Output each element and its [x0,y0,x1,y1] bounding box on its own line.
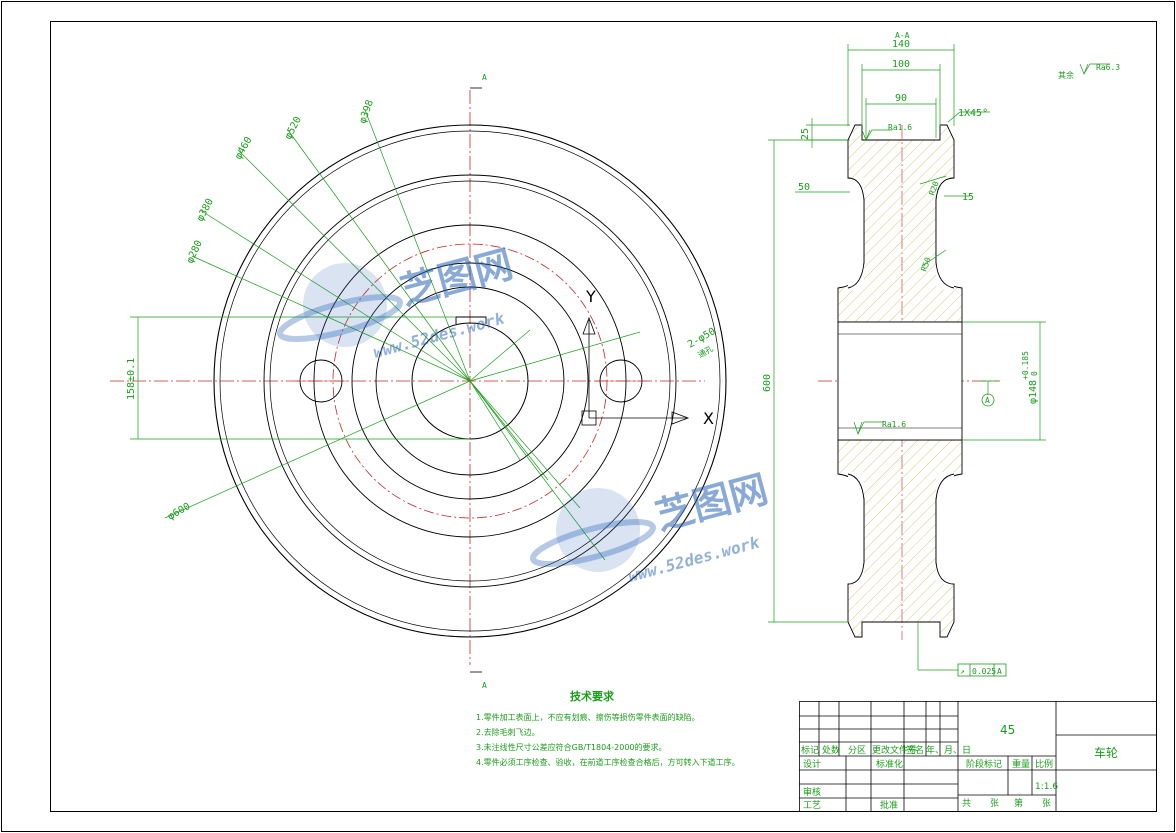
dim-d460: φ460 [233,135,255,161]
roughness-bore: Ra1.6 [882,420,906,429]
ucs-axis-x: X [703,409,714,428]
tb-material: 45 [1000,723,1015,737]
dim-50: 50 [798,182,810,193]
tb-approve: 批准 [880,799,898,811]
dim-100: 100 [892,59,910,70]
datum-label: A [985,396,990,405]
tb-sheet-num: 第 [1014,797,1023,809]
tb-header-5: 年、月、日 [926,744,971,756]
dim-holes: 2-φ50 [686,326,718,351]
tech-req-item-3: 3.未注线性尺寸公差应符合GB/T1804-2000的要求。 [476,742,667,752]
dim-25: 25 [800,128,811,140]
tb-review: 审核 [803,786,821,798]
title-block [799,701,1157,812]
dim-chamfer: 1X45° [958,108,988,119]
dim-d380: φ380 [195,197,216,223]
tb-header-4: 签名 [906,744,924,756]
tb-scale: 1:1.6 [1035,782,1058,792]
runout-symbol: ↗ [960,667,965,676]
roughness-other: Ra6.3 [1096,63,1120,72]
tb-stage-mark: 阶段标记 [966,758,1002,770]
section-cut-mark-bottom: A [482,681,487,690]
ucs-axis-y: Y [585,287,596,306]
section-view: A A-A 140 100 90 1X45° 25 50 15 R20 R50 … [762,31,1120,677]
dim-d280: φ280 [185,239,205,265]
runout-value: 0.025 [972,667,996,676]
runout-tolerance-frame: ↗ 0.025 A [957,663,1007,677]
dim-15: 15 [962,192,974,203]
roughness-top: Ra1.6 [888,123,912,132]
ucs-icon: X Y [581,287,714,428]
dim-d600: φ600 [166,501,192,523]
tb-process: 工艺 [803,800,821,811]
watermark-brand-1: 芝图网 [396,242,518,314]
front-view: A A X Y [110,73,727,690]
section-cut-mark-top: A [482,73,487,82]
tb-header-0: 标记 [801,744,819,756]
dim-d520: φ520 [283,115,304,141]
dim-90: 90 [895,93,907,104]
tb-header-3: 更改文件号 [872,744,917,756]
tb-total: 共 [962,798,971,809]
technical-requirements: 技术要求 1.零件加工表面上，不应有划痕、擦伤等损伤零件表面的缺陷。 2.去除毛… [476,689,740,767]
tb-part-name: 车轮 [1094,745,1118,760]
tb-weight: 重量 [1012,758,1030,770]
tb-standardize: 标准化 [876,758,903,770]
dim-600: 600 [762,374,773,392]
dim-bore-tol-lower: 0 [1030,371,1039,376]
runout-datum: A [997,667,1002,676]
dim-keyway: 158±0.1 [126,358,137,400]
tb-header-1: 处数 [822,744,840,756]
dim-bore: φ148 [1028,380,1039,404]
watermark-2: 芝图网 www.52des.work [530,467,773,586]
tech-req-title: 技术要求 [570,689,615,703]
tech-req-item-2: 2.去除毛刺飞边。 [476,727,540,737]
tb-sheet-unit: 张 [990,798,999,809]
tb-scale-label: 比例 [1035,758,1053,770]
section-title: A-A [895,31,910,40]
dim-140: 140 [892,39,910,50]
dim-bore-tol-upper: +0.185 [1021,351,1030,380]
watermark-site-2: www.52des.work [626,532,763,586]
tb-header-2: 分区 [848,745,866,756]
watermark-site-1: www.52des.work [371,308,508,362]
tb-sheet-unit2: 张 [1042,798,1051,809]
watermark-1: 芝图网 www.52des.work [277,242,518,362]
dim-d398: φ398 [357,99,376,125]
roughness-other-prefix: 其余 [1058,70,1074,80]
tech-req-item-1: 1.零件加工表面上，不应有划痕、擦伤等损伤零件表面的缺陷。 [476,712,700,722]
tech-req-item-4: 4.零件必须工序检查、验收，在前道工序检查合格后，方可转入下道工序。 [476,757,740,767]
tb-design: 设计 [803,758,821,770]
inner-frame [50,21,1157,812]
watermark-brand-2: 芝图网 [651,467,773,539]
